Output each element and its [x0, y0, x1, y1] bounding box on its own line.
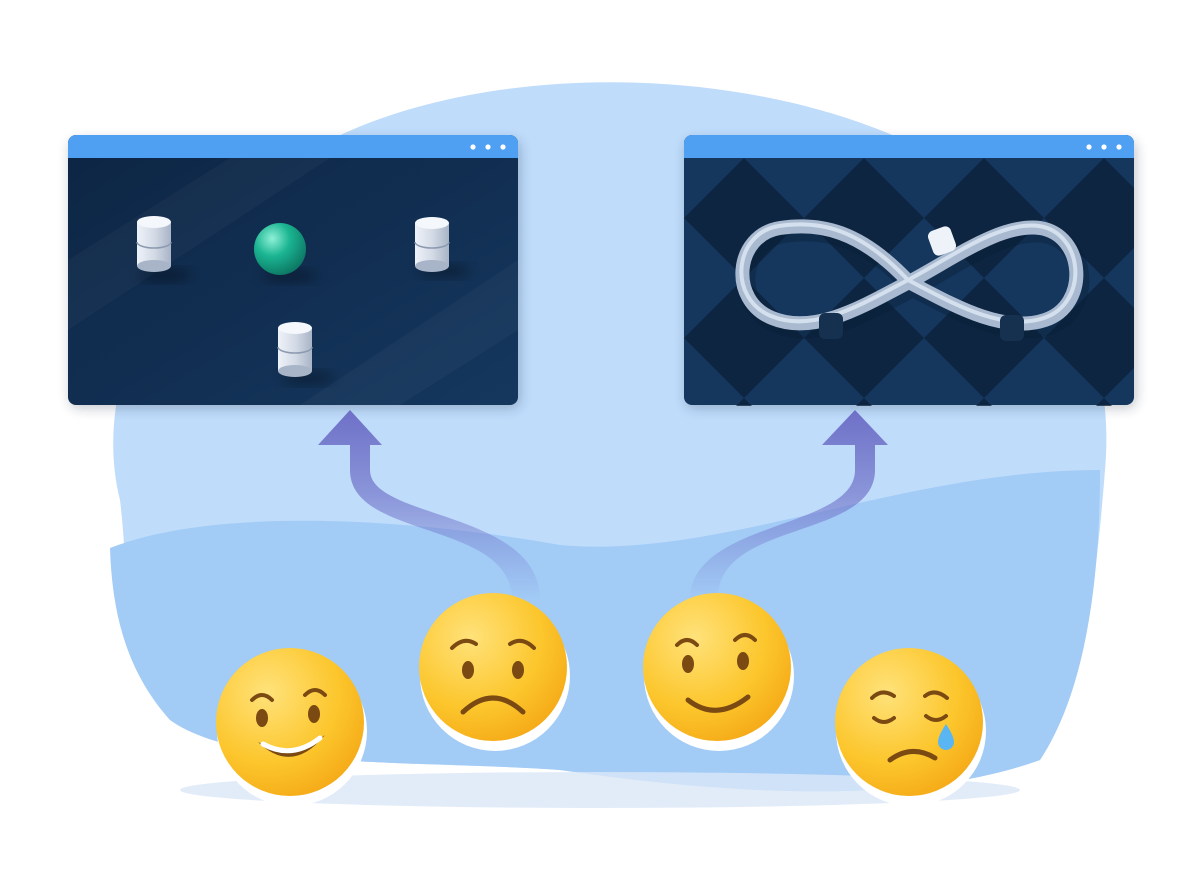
arrow-right-icon [690, 410, 888, 600]
window-left [68, 135, 520, 408]
arrow-left-icon [318, 410, 540, 600]
loop-marker-active [927, 226, 957, 256]
database-icon-2 [414, 217, 470, 277]
database-icon-3 [277, 322, 334, 384]
infinity-loop-icon [735, 219, 1090, 341]
crying-emoji-icon [835, 648, 986, 806]
window-right [684, 135, 1136, 408]
grinning-emoji-icon [216, 648, 367, 806]
window-right-controls [1086, 144, 1122, 150]
loop-marker-2 [1000, 315, 1024, 341]
window-right-titlebar [684, 135, 1134, 158]
worried-emoji-icon [419, 593, 570, 751]
loop-marker-1 [819, 313, 843, 339]
active-node-sphere-icon [254, 223, 318, 282]
window-left-titlebar [68, 135, 518, 158]
database-icon-1 [136, 216, 191, 281]
tear-drop-icon [938, 724, 954, 750]
smiling-emoji-icon [643, 593, 794, 751]
window-left-controls [470, 144, 506, 150]
